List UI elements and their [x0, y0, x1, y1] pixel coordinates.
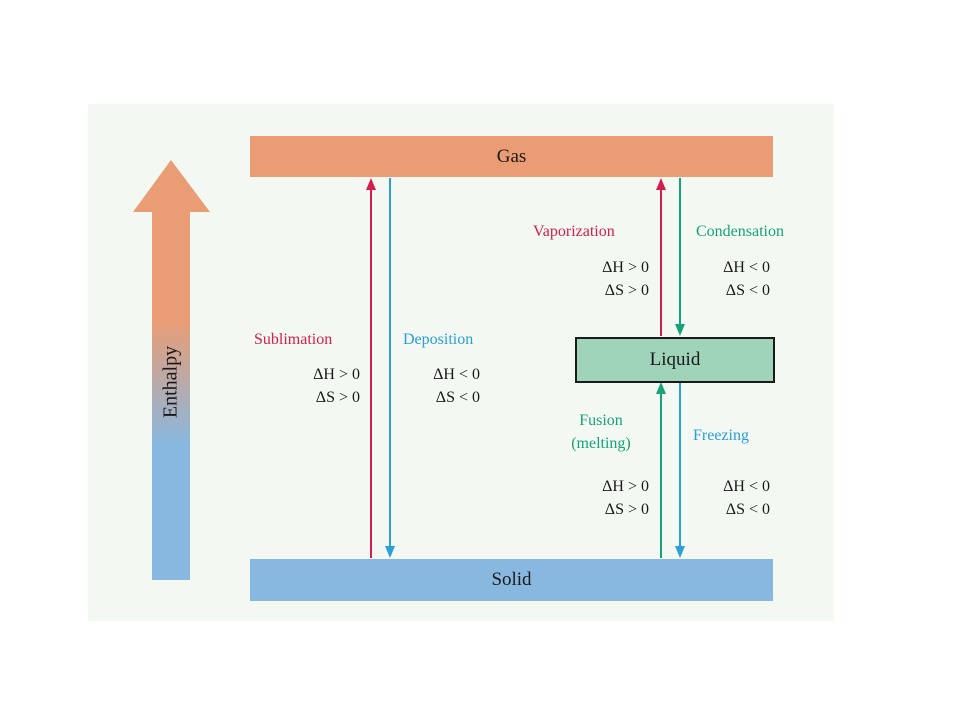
- enthalpy-arrow: [133, 160, 210, 580]
- condensation-label: Condensation: [696, 223, 784, 240]
- freezing-arrow: [675, 382, 685, 558]
- vaporization-values: ΔH > 0 ΔS > 0: [602, 256, 649, 302]
- fusion-values: ΔH > 0 ΔS > 0: [602, 475, 649, 521]
- freezing-label: Freezing: [693, 427, 749, 444]
- deposition-dh: ΔH < 0: [433, 366, 480, 383]
- freezing-dh: ΔH < 0: [723, 478, 770, 495]
- fusion-dh: ΔH > 0: [602, 478, 649, 495]
- solid-label: Solid: [491, 569, 532, 590]
- deposition-label: Deposition: [403, 331, 474, 348]
- freezing-values: ΔH < 0 ΔS < 0: [723, 475, 770, 521]
- sublimation-arrow: [366, 178, 376, 558]
- deposition-ds: ΔS < 0: [435, 389, 480, 406]
- solid-phase-bar: Solid: [250, 559, 773, 601]
- condensation-arrow: [675, 178, 685, 336]
- condensation-values: ΔH < 0 ΔS < 0: [723, 256, 770, 302]
- sublimation-ds: ΔS > 0: [315, 389, 360, 406]
- liquid-label: Liquid: [649, 349, 701, 370]
- liquid-phase-box: Liquid: [575, 337, 775, 383]
- fusion-ds: ΔS > 0: [604, 501, 649, 518]
- vaporization-ds: ΔS > 0: [604, 282, 649, 299]
- gas-label: Gas: [496, 145, 527, 167]
- vaporization-dh: ΔH > 0: [602, 259, 649, 276]
- sublimation-dh: ΔH > 0: [313, 366, 360, 383]
- deposition-arrow: [385, 178, 395, 558]
- sublimation-values: ΔH > 0 ΔS > 0: [313, 363, 360, 409]
- vaporization-arrow: [656, 178, 666, 336]
- enthalpy-axis-label: Enthalpy: [159, 345, 182, 419]
- fusion-label: Fusion (melting): [553, 411, 649, 454]
- vaporization-label: Vaporization: [533, 223, 615, 240]
- freezing-ds: ΔS < 0: [725, 501, 770, 518]
- deposition-values: ΔH < 0 ΔS < 0: [433, 363, 480, 409]
- condensation-dh: ΔH < 0: [723, 259, 770, 276]
- fusion-name-melting: (melting): [571, 435, 631, 452]
- fusion-arrow: [656, 382, 666, 558]
- gas-phase-bar: Gas: [250, 136, 773, 177]
- fusion-name: Fusion: [579, 412, 623, 429]
- sublimation-label: Sublimation: [254, 331, 333, 348]
- condensation-ds: ΔS < 0: [725, 282, 770, 299]
